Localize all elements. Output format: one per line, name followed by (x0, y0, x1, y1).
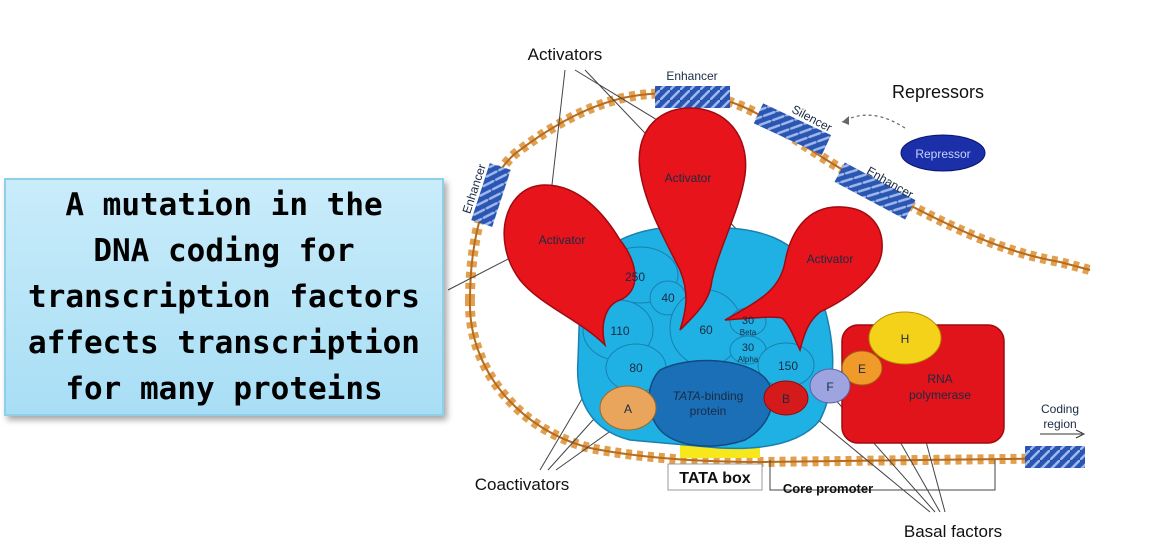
repressor-protein (900, 134, 986, 172)
rna-polymerase-label-1: RNA (927, 372, 952, 386)
alpha-label: Alpha (738, 355, 759, 364)
core-promoter-label: Core promoter (783, 481, 873, 496)
callout-line-5: for many proteins (65, 371, 383, 407)
coding-region-label-1: Coding (1041, 402, 1079, 416)
factor-e (841, 350, 883, 386)
factor-f (809, 368, 851, 404)
factor-a (599, 385, 657, 431)
repressors-label: Repressors (892, 82, 984, 102)
subunit-80: 80 (629, 361, 643, 375)
tata-box-label-frame (667, 463, 763, 491)
beta-label: Beta (740, 328, 757, 337)
subunit-250: 250 (625, 270, 645, 284)
tbp-label-2: protein (690, 404, 727, 418)
mutation-callout: A mutation in the DNA coding for transcr… (4, 178, 444, 416)
coding-region-label-2: region (1043, 417, 1076, 431)
enhancer-top-label: Enhancer (666, 69, 717, 83)
factor-a-label: A (624, 402, 632, 416)
factor-h-label: H (901, 332, 910, 346)
coding-region-arrow (1040, 429, 1086, 439)
factor-b (763, 380, 809, 416)
activators-label: Activators (528, 45, 603, 64)
subunit-30-alpha: 30 (742, 342, 754, 354)
subunit-30-beta: 30 (742, 315, 754, 327)
factor-h (868, 311, 942, 365)
subunit-60: 60 (699, 323, 713, 337)
coding-region-segment (1025, 446, 1085, 468)
activator-center-label: Activator (665, 171, 712, 185)
repressor-label: Repressor (915, 147, 970, 161)
activator-left-label: Activator (539, 233, 586, 247)
rna-polymerase-label-2: polymerase (909, 388, 971, 402)
tata-binding-protein (648, 359, 774, 447)
callout-line-2: DNA coding for (93, 233, 355, 269)
factor-b-label: B (782, 392, 790, 406)
callout-line-1: A mutation in the (65, 187, 383, 223)
callout-text: A mutation in the DNA coding for transcr… (28, 182, 420, 412)
factor-f-label: F (826, 380, 833, 394)
tbp-label-1: TATA-binding (673, 389, 744, 403)
activator-left (503, 184, 636, 348)
activator-right (724, 206, 883, 353)
factor-e-label: E (858, 362, 866, 376)
activator-right-label: Activator (807, 252, 854, 266)
subunit-110: 110 (610, 324, 629, 338)
subunit-150: 150 (778, 359, 798, 373)
enhancer-left-segment (471, 163, 511, 227)
callout-line-4: affects transcription (28, 325, 420, 361)
coactivators-label: Coactivators (475, 475, 569, 494)
activator-center (638, 107, 747, 331)
tata-box-label: TATA box (679, 470, 750, 487)
subunit-40: 40 (661, 291, 675, 305)
silencer-segment (753, 103, 832, 156)
enhancer-top-segment (655, 86, 730, 108)
enhancer-right-segment (834, 162, 916, 220)
basal-factors-label: Basal factors (904, 522, 1002, 541)
callout-line-3: transcription factors (28, 279, 420, 315)
repressor-arrow (841, 114, 906, 129)
